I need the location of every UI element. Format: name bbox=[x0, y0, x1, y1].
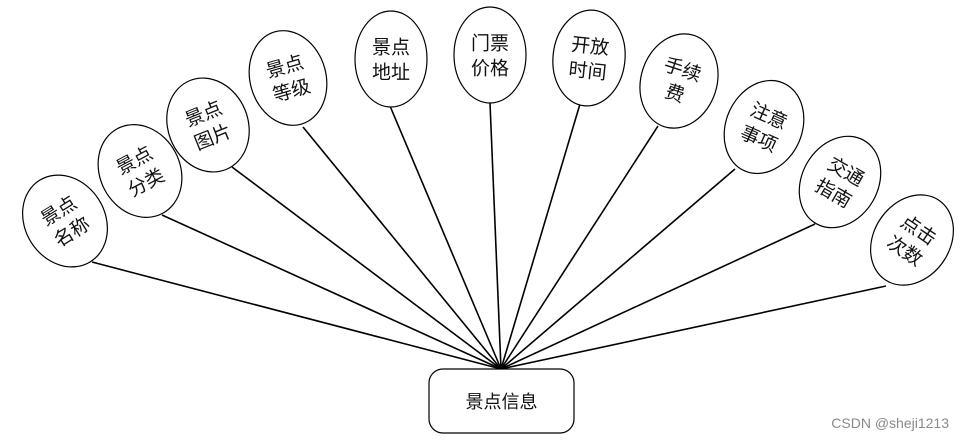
attribute-ellipse bbox=[22, 174, 108, 268]
attribute-ellipse bbox=[870, 194, 954, 286]
attribute-ellipse bbox=[453, 6, 527, 104]
attribute-ellipse bbox=[97, 124, 183, 218]
watermark: CSDN @sheji1213 bbox=[831, 415, 949, 431]
attribute-nodes: 景点名称景点分类景点图片景点等级景点地址门票价格开放时间手续费注意事项交通指南点… bbox=[22, 6, 954, 286]
attribute-ellipse bbox=[354, 10, 428, 108]
attribute-ellipse bbox=[798, 135, 882, 229]
attribute-label-line: 时间 bbox=[568, 58, 608, 84]
connector-line bbox=[161, 214, 502, 370]
connector-line bbox=[91, 261, 502, 370]
attribute-label-line: 门票 bbox=[471, 33, 509, 55]
attribute-ellipse bbox=[639, 33, 719, 129]
attribute-label-line: 价格 bbox=[471, 58, 509, 80]
attribute-label-line: 景点 bbox=[372, 37, 410, 59]
connector-lines bbox=[91, 102, 887, 370]
connector-line bbox=[500, 168, 736, 370]
connector-line bbox=[389, 105, 502, 370]
attribute-node: 手续费 bbox=[639, 33, 719, 129]
attribute-label-line: 地址 bbox=[372, 62, 410, 84]
connector-line bbox=[500, 223, 816, 370]
attribute-ellipse bbox=[248, 30, 328, 126]
connector-line bbox=[500, 103, 581, 370]
attribute-ellipse bbox=[166, 77, 250, 173]
entity-box bbox=[428, 368, 575, 434]
attribute-ellipse bbox=[723, 79, 805, 175]
attribute-label-line: 开放 bbox=[570, 34, 610, 60]
connector-line bbox=[489, 102, 502, 370]
attribute-ellipse bbox=[552, 9, 626, 107]
connector-line bbox=[500, 285, 887, 370]
connector-line bbox=[231, 166, 502, 370]
entity-node: 景点信息 bbox=[428, 368, 575, 434]
connector-line bbox=[500, 125, 659, 370]
entity-label: 景点信息 bbox=[466, 392, 538, 413]
connector-line bbox=[302, 126, 502, 370]
